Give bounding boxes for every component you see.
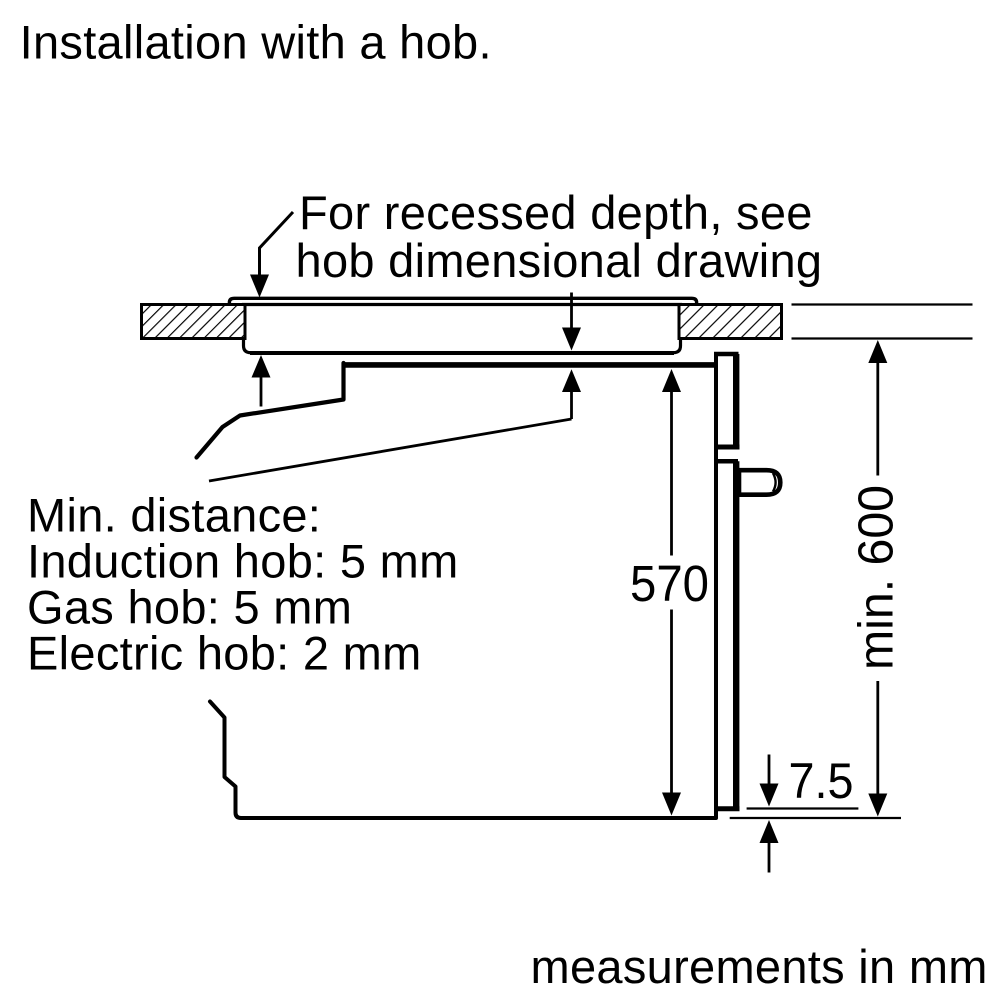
svg-text:Electric hob: 2 mm: Electric hob: 2 mm [27,627,422,680]
svg-text:Min. distance:: Min. distance: [27,489,321,542]
svg-text:Gas hob: 5 mm: Gas hob: 5 mm [27,581,352,634]
svg-text:Induction hob: 5 mm: Induction hob: 5 mm [27,535,459,588]
svg-text:hob dimensional drawing: hob dimensional drawing [296,234,823,287]
svg-text:570: 570 [630,555,709,612]
svg-text:min. 600: min. 600 [850,485,904,670]
svg-text:7.5: 7.5 [789,753,854,809]
svg-text:For recessed depth, see: For recessed depth, see [299,186,813,239]
svg-text:measurements in mm: measurements in mm [531,940,988,993]
svg-text:Installation with a hob.: Installation with a hob. [20,16,492,69]
